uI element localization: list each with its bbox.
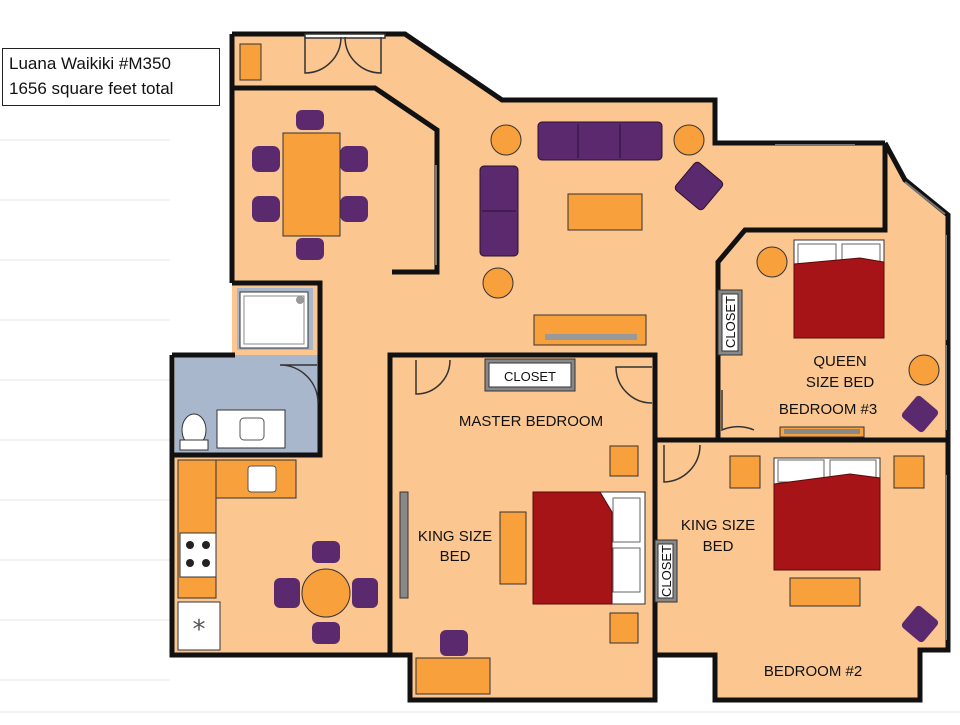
- master-bedroom-label: MASTER BEDROOM: [459, 413, 603, 430]
- kitchen: *: [177, 459, 378, 651]
- side-closet: [654, 539, 678, 603]
- bedroom3-label: BEDROOM #3: [779, 401, 877, 418]
- bedroom2-label: BEDROOM #2: [764, 663, 862, 680]
- master-bedroom: [399, 358, 653, 695]
- bedroom-2: [663, 444, 939, 643]
- background-grid: [0, 139, 960, 713]
- queen-bed-label-line1: QUEEN: [813, 353, 866, 370]
- master-bed-label-line2: BED: [440, 548, 471, 565]
- entry-cabinet: [239, 43, 262, 81]
- dining-set: [252, 110, 368, 260]
- master-bed-label-line1: KING SIZE: [418, 528, 492, 545]
- windows: [435, 144, 947, 640]
- entry-doors: [304, 33, 386, 74]
- listing-area: 1656 square feet total: [9, 79, 174, 98]
- svg-text:*: *: [193, 615, 206, 645]
- bedroom3-closet-label: CLOSET: [723, 296, 738, 348]
- living-room: [479, 121, 724, 346]
- walls: [169, 31, 951, 703]
- side-closet-label: CLOSET: [659, 545, 674, 597]
- bedroom2-bed-label-line2: BED: [703, 538, 734, 555]
- bathroom: [179, 291, 319, 451]
- bedroom2-bed-label-line1: KING SIZE: [681, 517, 755, 534]
- listing-title-card: Luana Waikiki #M350 1656 square feet tot…: [2, 48, 220, 106]
- bedroom-3: [717, 239, 940, 438]
- listing-title: Luana Waikiki #M350: [9, 54, 171, 73]
- master-closet-label: CLOSET: [504, 369, 556, 384]
- queen-bed-label-line2: SIZE BED: [806, 374, 875, 391]
